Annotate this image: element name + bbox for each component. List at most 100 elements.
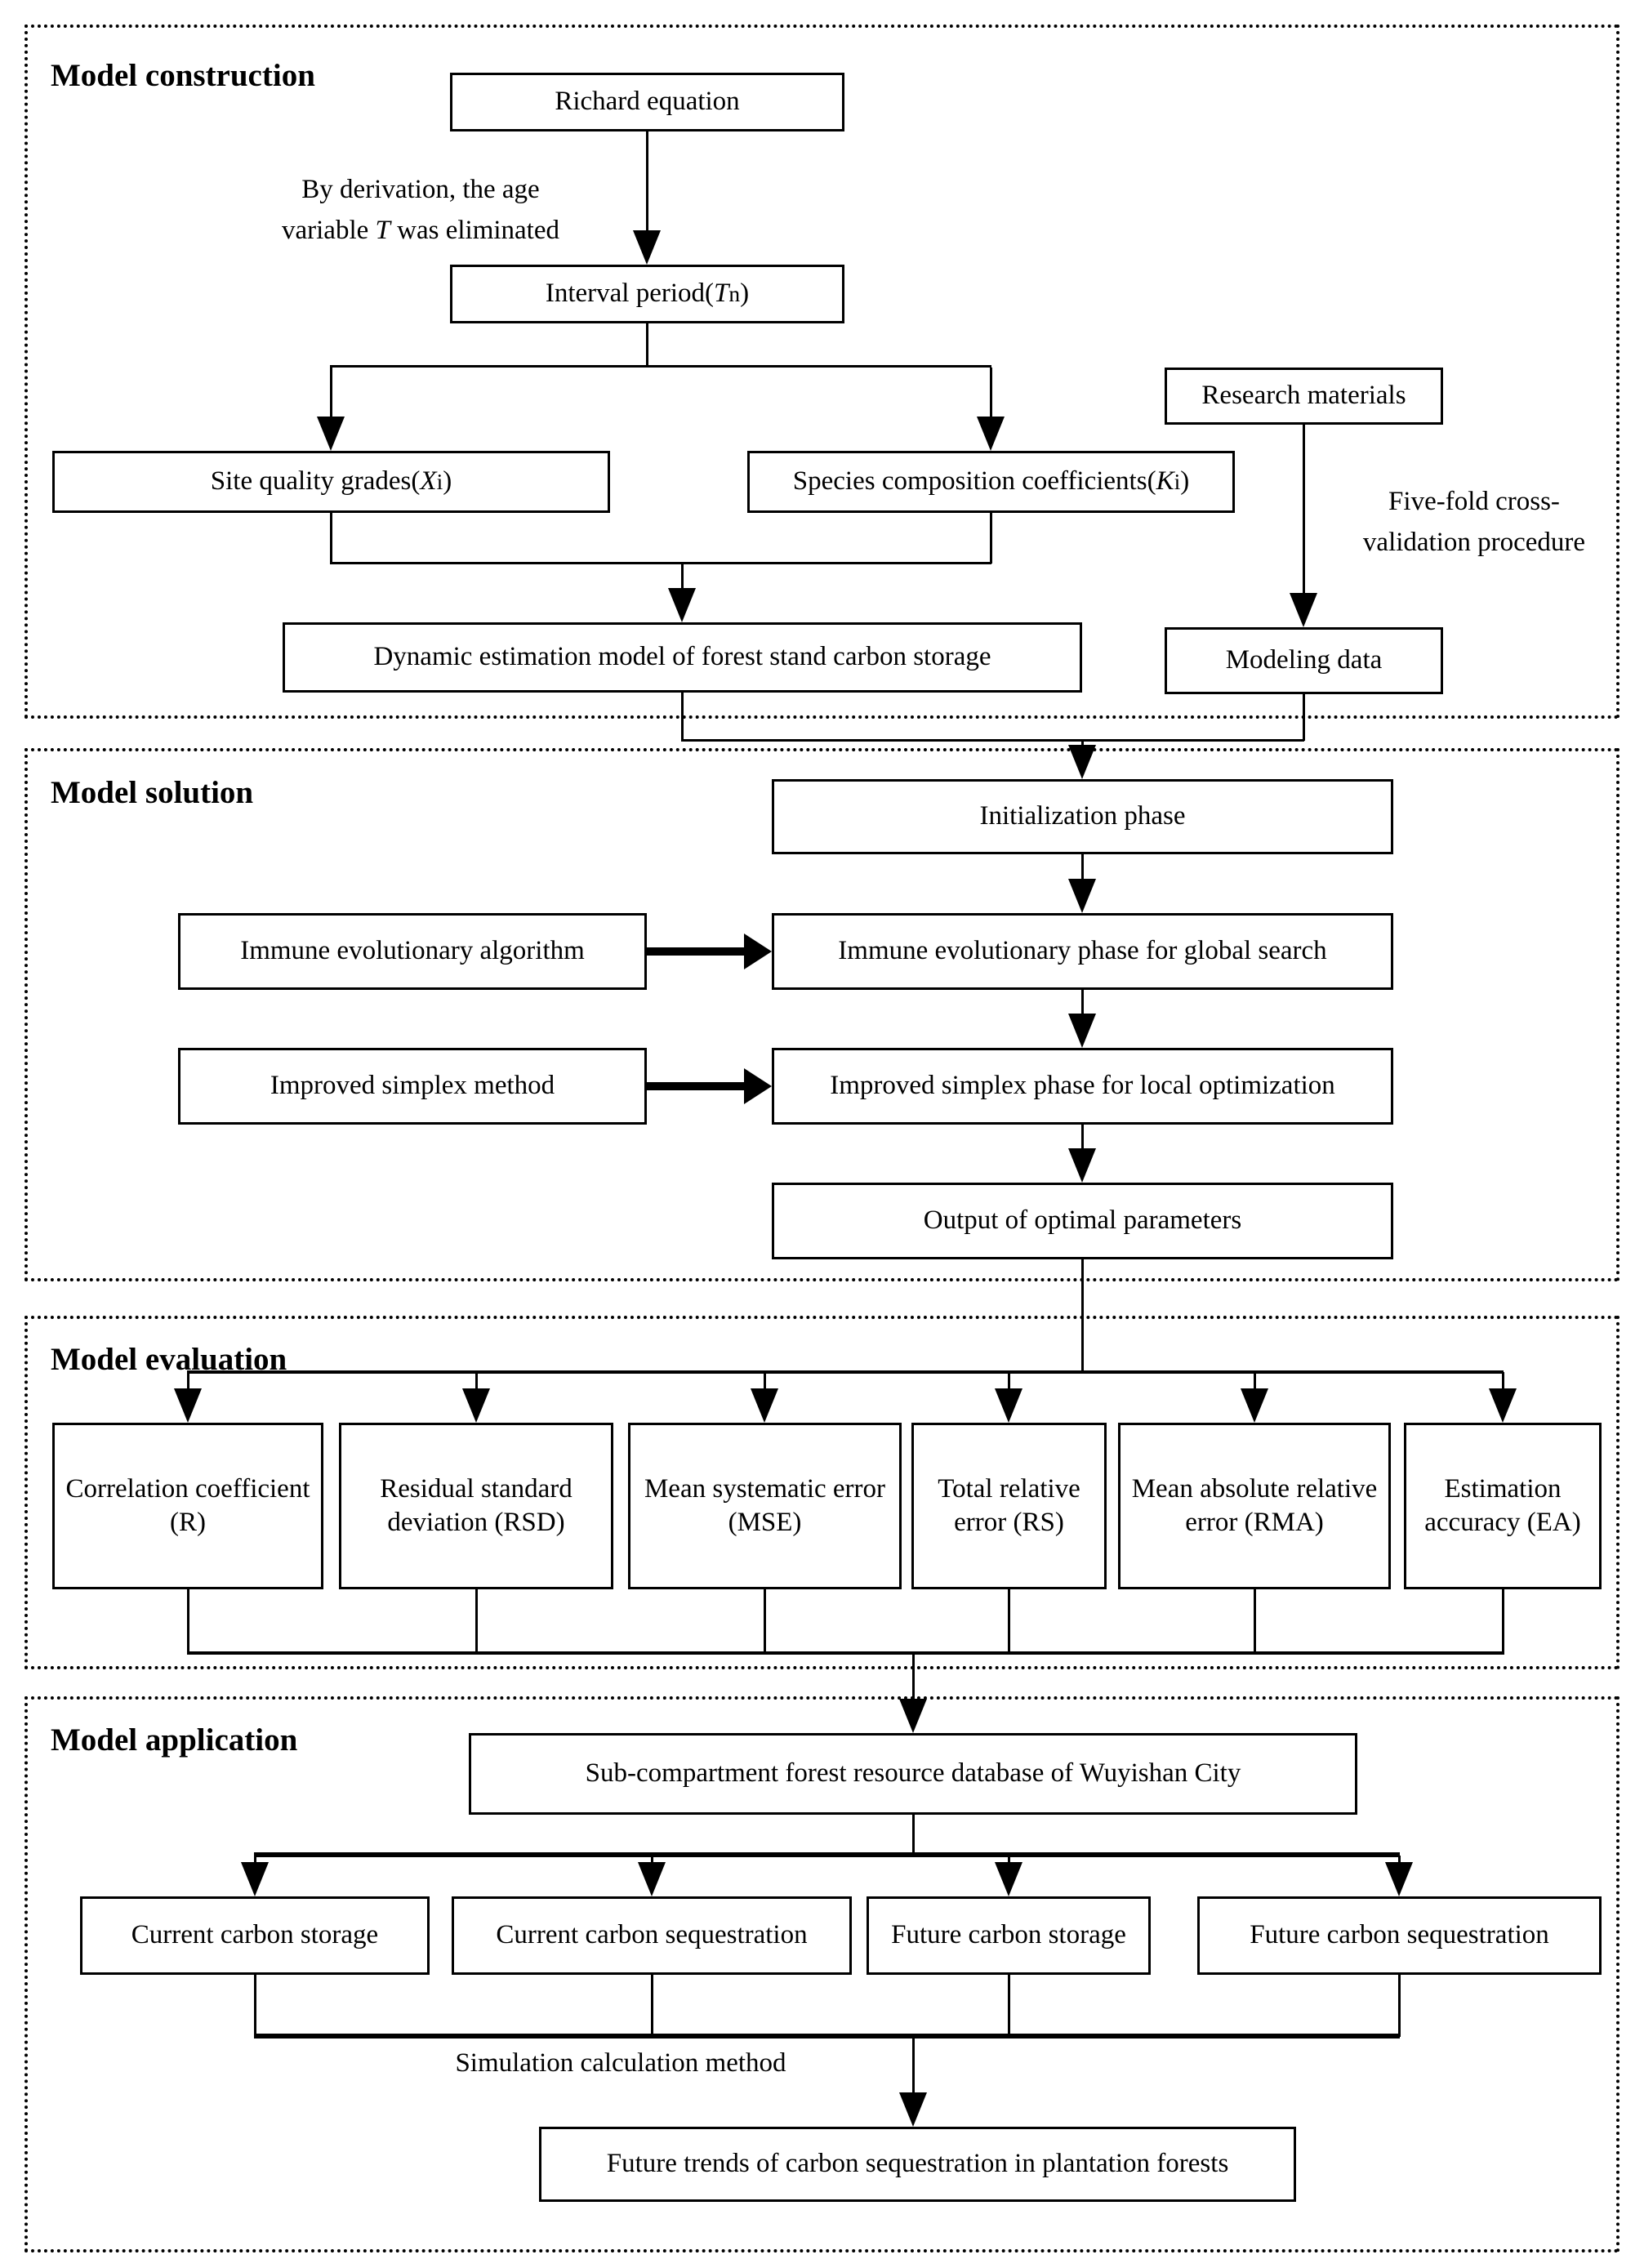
- connector-merge-bus: [330, 562, 991, 564]
- arrowhead-into-dynamic: [668, 588, 696, 622]
- arrowhead-into-metric-6: [1489, 1388, 1517, 1423]
- arrowhead-into-output-3: [995, 1862, 1022, 1896]
- connector-metric-5-down: [1254, 1589, 1256, 1655]
- connector-output-4-down: [1398, 1975, 1401, 2037]
- connector-database-down: [912, 1815, 915, 1856]
- arrowhead-into-output-1: [241, 1862, 269, 1896]
- connector-to-species: [990, 368, 992, 418]
- connector-simplex-phase-down: [1081, 1125, 1084, 1150]
- connector-interval-down: [646, 323, 648, 368]
- box-richard-equation: Richard equation: [450, 73, 844, 131]
- connector-drop-metric-4: [1008, 1372, 1010, 1390]
- connector-to-site: [330, 368, 332, 418]
- arrowhead-into-metric-1: [174, 1388, 202, 1423]
- connector-init-down: [1081, 854, 1084, 880]
- note-five-fold-line2: validation procedure: [1362, 527, 1586, 557]
- section-label-construction: Model construction: [51, 58, 315, 93]
- connector-metric-6-down: [1502, 1589, 1504, 1655]
- box-current-carbon-storage: Current carbon storage: [80, 1896, 430, 1975]
- box-initialization-phase: Initialization phase: [772, 779, 1393, 854]
- connector-to-future-trends: [912, 2039, 915, 2094]
- box-metric-mse: Mean systematic error (MSE): [628, 1423, 902, 1589]
- box-metric-ea: Estimation accuracy (EA): [1404, 1423, 1602, 1589]
- box-future-trends: Future trends of carbon sequestration in…: [539, 2127, 1296, 2202]
- box-future-carbon-sequestration: Future carbon sequestration: [1197, 1896, 1602, 1975]
- box-metric-rs: Total relative error (RS): [911, 1423, 1107, 1589]
- note-derivation-line2: variable T was eliminated: [282, 215, 559, 245]
- connector-evaluation-bottom-bus: [187, 1651, 1504, 1655]
- box-metric-rsd: Residual standard deviation (RSD): [339, 1423, 613, 1589]
- arrowhead-into-metric-5: [1241, 1388, 1268, 1423]
- box-immune-evolutionary-phase: Immune evolutionary phase for global sea…: [772, 913, 1393, 990]
- arrowhead-right-simplex: [744, 1068, 772, 1104]
- connector-metric-3-down: [764, 1589, 766, 1655]
- arrowhead-into-simplex-phase: [1068, 1014, 1096, 1048]
- panel-model-construction: [25, 25, 1619, 719]
- arrowhead-into-metric-2: [462, 1388, 490, 1423]
- arrowhead-into-species: [977, 417, 1005, 451]
- arrowhead-into-interval: [633, 230, 661, 265]
- arrowhead-into-modeling: [1290, 593, 1317, 627]
- box-improved-simplex-phase: Improved simplex phase for local optimiz…: [772, 1048, 1393, 1125]
- connector-metric-1-down: [187, 1589, 189, 1655]
- connector-dynamic-down: [681, 693, 684, 741]
- arrowhead-into-metric-4: [995, 1388, 1022, 1423]
- arrowhead-into-database: [899, 1699, 927, 1733]
- connector-drop-metric-5: [1254, 1372, 1256, 1390]
- box-metric-correlation: Correlation coefficient (R): [52, 1423, 323, 1589]
- connector-drop-metric-6: [1502, 1372, 1504, 1390]
- section-label-application: Model application: [51, 1722, 298, 1758]
- box-current-carbon-sequestration: Current carbon sequestration: [452, 1896, 852, 1975]
- connector-to-initialization: [1081, 742, 1084, 746]
- connector-output-2-down: [651, 1975, 653, 2037]
- box-modeling-data: Modeling data: [1165, 627, 1443, 694]
- note-derivation: By derivation, the age variable T was el…: [245, 170, 596, 251]
- arrowhead-into-output-2: [638, 1862, 666, 1896]
- arrowhead-into-output-4: [1385, 1862, 1413, 1896]
- arrowhead-into-site: [317, 417, 345, 451]
- connector-research-to-modeling: [1303, 425, 1305, 595]
- box-immune-evolutionary-algorithm: Immune evolutionary algorithm: [178, 913, 647, 990]
- box-improved-simplex-method: Improved simplex method: [178, 1048, 647, 1125]
- connector-species-down: [990, 513, 992, 564]
- note-derivation-line1: By derivation, the age: [301, 175, 540, 204]
- arrowhead-into-output: [1068, 1148, 1096, 1183]
- connector-site-down: [330, 513, 332, 564]
- connector-output-3-down: [1008, 1975, 1010, 2037]
- connector-richard-to-interval: [646, 131, 648, 230]
- connector-metric-2-down: [475, 1589, 478, 1655]
- arrowhead-into-metric-3: [751, 1388, 778, 1423]
- box-dynamic-estimation-model: Dynamic estimation model of forest stand…: [283, 622, 1082, 693]
- connector-drop-output-2: [651, 1856, 653, 1867]
- connector-evaluation-to-application: [912, 1655, 915, 1700]
- connector-to-dynamic: [681, 564, 684, 590]
- connector-application-bottom-bus: [254, 2034, 1400, 2039]
- connector-immune-phase-down: [1081, 990, 1084, 1015]
- box-future-carbon-storage: Future carbon storage: [867, 1896, 1151, 1975]
- note-simulation-method: Simulation calculation method: [455, 2048, 786, 2078]
- note-five-fold-line1: Five-fold cross-: [1388, 487, 1560, 516]
- connector-drop-metric-1: [187, 1372, 189, 1390]
- connector-method-to-phase: [647, 1082, 744, 1090]
- section-label-solution: Model solution: [51, 775, 254, 810]
- connector-split-bus: [330, 365, 991, 368]
- note-five-fold-validation: Five-fold cross- validation procedure: [1339, 482, 1609, 563]
- box-metric-rma: Mean absolute relative error (RMA): [1118, 1423, 1391, 1589]
- arrowhead-into-immune-phase: [1068, 879, 1096, 913]
- connector-application-top-bus: [254, 1852, 1400, 1857]
- connector-drop-output-4: [1398, 1856, 1401, 1867]
- connector-evaluation-top-bus: [187, 1370, 1504, 1374]
- connector-drop-output-3: [1008, 1856, 1010, 1867]
- connector-drop-metric-3: [764, 1372, 766, 1390]
- box-output-optimal-parameters: Output of optimal parameters: [772, 1183, 1393, 1259]
- connector-output-1-down: [254, 1975, 256, 2037]
- arrowhead-right-immune: [744, 933, 772, 969]
- panel-model-application: [25, 1696, 1619, 2252]
- box-research-materials: Research materials: [1165, 368, 1443, 425]
- connector-output-to-evaluation: [1081, 1259, 1084, 1372]
- connector-algorithm-to-phase: [647, 947, 744, 956]
- box-forest-resource-database: Sub-compartment forest resource database…: [469, 1733, 1357, 1815]
